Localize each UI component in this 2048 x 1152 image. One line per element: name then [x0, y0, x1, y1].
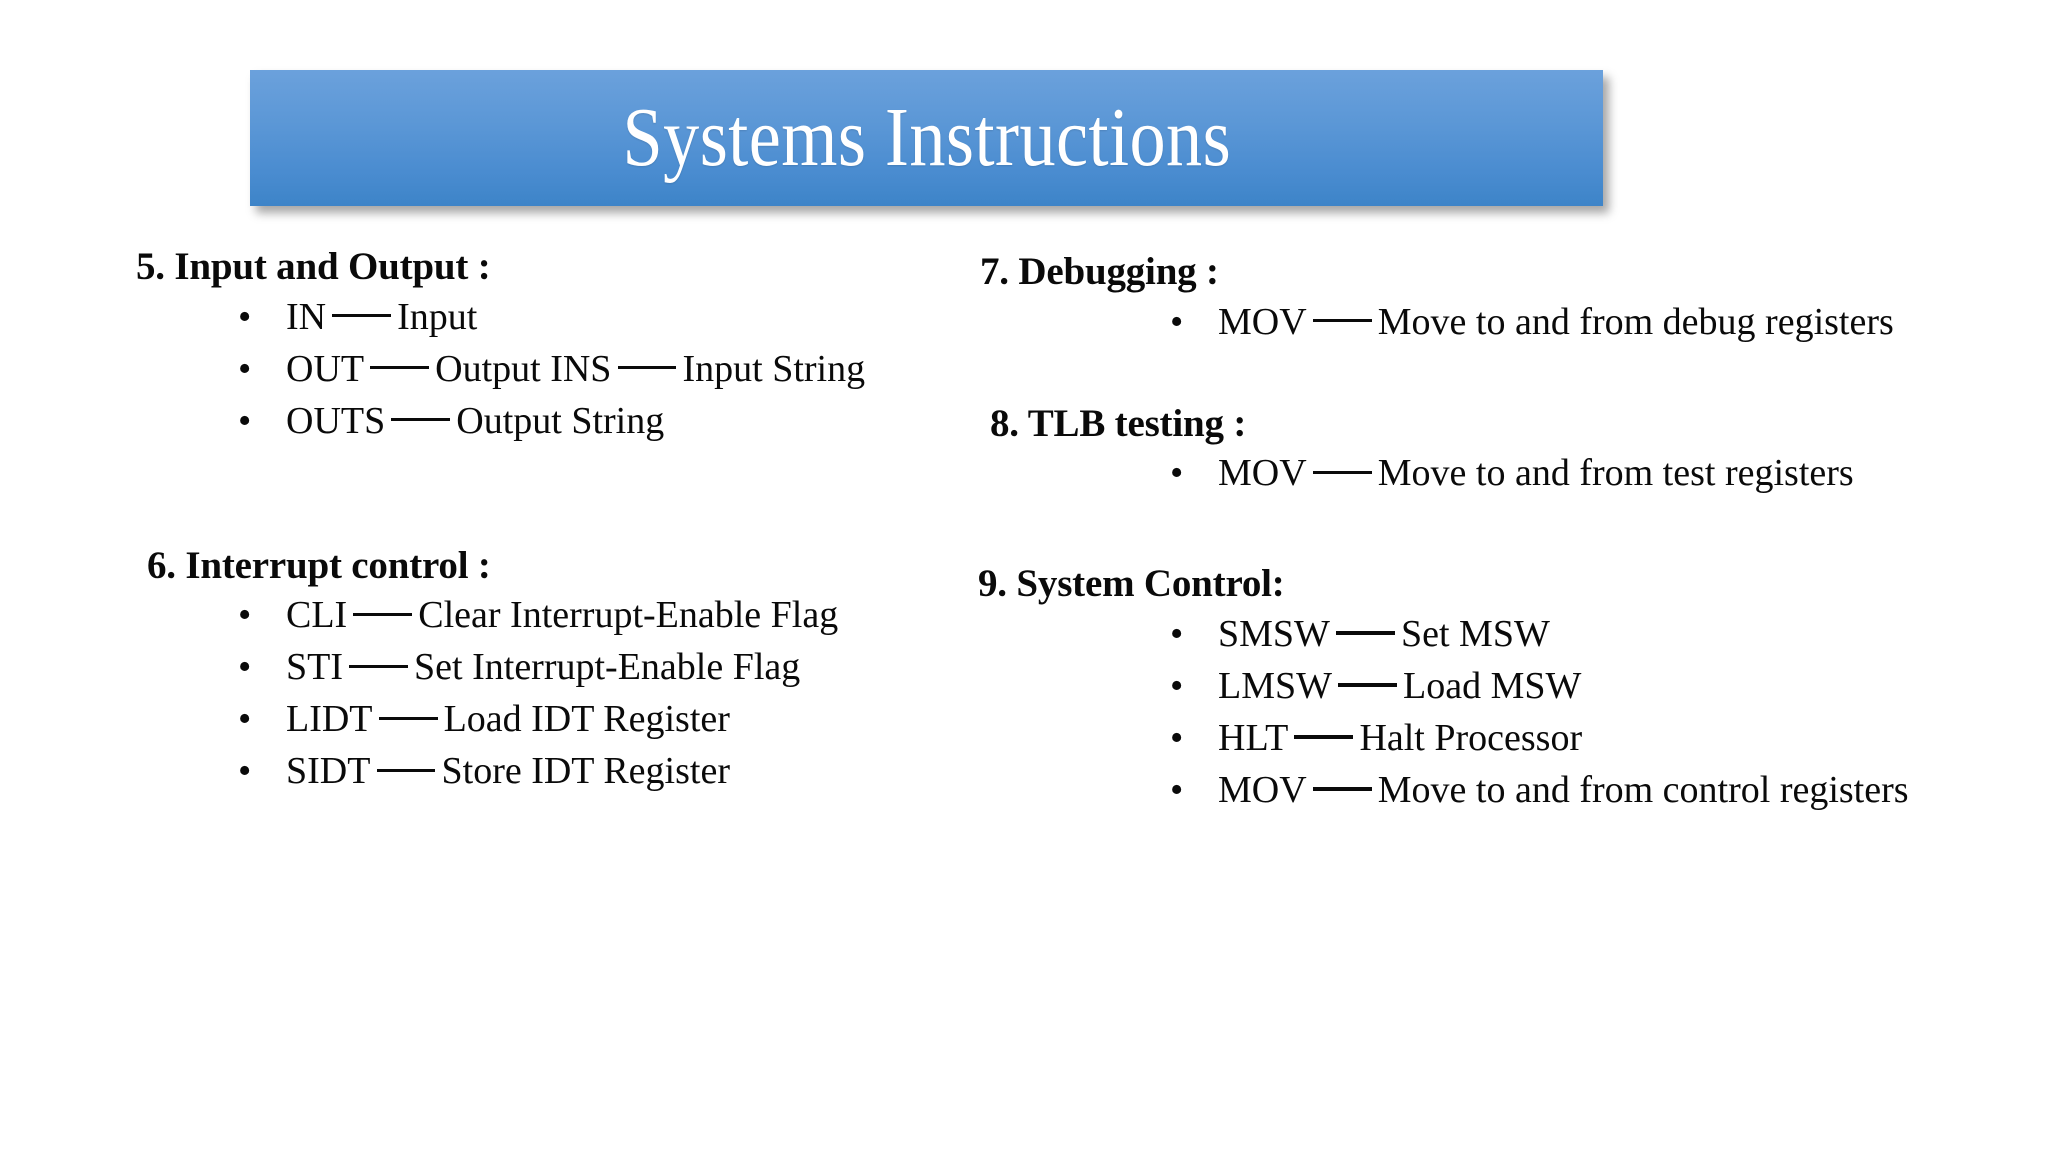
- bullet-list: • MOV Move to and from test registers: [1068, 447, 1980, 499]
- right-column: 7. Debugging : • MOV Move to and from debug…: [960, 245, 1980, 816]
- instruction-description: Load MSW: [1403, 665, 1582, 708]
- instruction-description: Input: [397, 295, 478, 338]
- em-dash-rule: [1312, 787, 1372, 791]
- instruction-mnemonic: CLI: [286, 594, 348, 637]
- em-dash-rule: [349, 664, 408, 668]
- instruction-mnemonic: STI: [286, 646, 343, 689]
- em-dash-rule: [1312, 319, 1372, 323]
- bullet-icon: •: [1170, 717, 1184, 760]
- em-dash-rule: [1294, 735, 1354, 739]
- list-item: • SMSW Set MSW: [1068, 608, 1980, 660]
- em-dash-rule: [1336, 631, 1395, 635]
- instruction-mnemonic: IN: [286, 295, 327, 338]
- instruction-description: Output String: [456, 399, 665, 442]
- section-heading: 9. System Control:: [978, 562, 1285, 606]
- instruction-description: Move to and from control registers: [1377, 769, 1909, 812]
- bullet-icon: •: [238, 646, 252, 689]
- instruction-entry: SIDT Store IDT Register: [286, 750, 730, 792]
- instruction-entry: HLT Halt Processor: [1218, 717, 1582, 759]
- instruction-description: Load IDT Register: [443, 698, 730, 741]
- left-column: 5. Input and Output : • IN Input • OUT Output …: [120, 245, 960, 797]
- instruction-mnemonic: SIDT: [286, 750, 371, 793]
- list-item: • LMSW Load MSW: [1068, 660, 1980, 712]
- instruction-description: Move to and from test registers: [1377, 452, 1854, 495]
- instruction-mnemonic: MOV: [1218, 769, 1307, 812]
- list-item: • CLI Clear Interrupt-Enable Flag: [136, 589, 960, 641]
- bullet-icon: •: [1170, 613, 1184, 656]
- section-8: 8. TLB testing : • MOV Move to and from tes…: [990, 402, 1980, 500]
- section-heading: 7. Debugging :: [980, 250, 1219, 293]
- bullet-icon: •: [1170, 769, 1184, 812]
- section-heading: 8. TLB testing :: [990, 401, 1247, 445]
- page-title: Systems Instructions: [622, 91, 1231, 184]
- instruction-mnemonic: LMSW: [1218, 665, 1332, 708]
- bullet-list: • MOV Move to and from debug registers: [1068, 296, 1980, 348]
- instruction-entry: SMSW Set MSW: [1218, 613, 1550, 655]
- list-item: • IN Input: [136, 291, 960, 343]
- bullet-icon: •: [238, 698, 252, 741]
- instruction-mnemonic: HLT: [1218, 717, 1289, 760]
- bullet-icon: •: [238, 295, 252, 338]
- instruction-description: Move to and from debug registers: [1377, 300, 1894, 343]
- instruction-entry: OUTS Output String: [286, 400, 664, 442]
- bullet-icon: •: [238, 399, 252, 442]
- list-item: • MOV Move to and from control registers: [1068, 764, 1980, 816]
- bullet-icon: •: [238, 347, 252, 390]
- em-dash-rule: [1312, 470, 1372, 474]
- title-banner: Systems Instructions: [250, 70, 1603, 206]
- section-5: 5. Input and Output : • IN Input • OUT Output …: [136, 245, 960, 447]
- em-dash-rule: [391, 418, 451, 422]
- instruction-description: Store IDT Register: [441, 750, 730, 793]
- section-6: 6. Interrupt control : • CLI Clear Interrup…: [147, 544, 960, 798]
- slide-content: 5. Input and Output : • IN Input • OUT Output …: [0, 245, 2048, 1145]
- list-item: • HLT Halt Processor: [1068, 712, 1980, 764]
- em-dash-rule: [376, 768, 436, 772]
- instruction-description: Set MSW: [1400, 613, 1550, 656]
- section-heading: 5. Input and Output :: [136, 245, 491, 288]
- list-item: • SIDT Store IDT Register: [136, 745, 960, 797]
- instruction-mnemonic: LIDT: [286, 698, 373, 741]
- em-dash-rule: [370, 366, 430, 370]
- section-7: 7. Debugging : • MOV Move to and from debug…: [980, 250, 1980, 348]
- instruction-mnemonic: OUTS: [286, 399, 386, 442]
- em-dash-rule: [1338, 683, 1397, 687]
- instruction-entry: LIDT Load IDT Register: [286, 698, 730, 740]
- bullet-icon: •: [1170, 300, 1184, 343]
- em-dash-rule: [332, 314, 392, 318]
- instruction-description: Halt Processor: [1359, 717, 1583, 760]
- instruction-entry: MOV Move to and from debug registers: [1218, 301, 1894, 343]
- bullet-icon: •: [238, 594, 252, 637]
- list-item: • OUTS Output String: [136, 395, 960, 447]
- instruction-mnemonic: MOV: [1218, 300, 1307, 343]
- bullet-icon: •: [1170, 452, 1184, 495]
- section-9: 9. System Control: • SMSW Set MSW • LMSW Load …: [978, 562, 1980, 816]
- bullet-list: • SMSW Set MSW • LMSW Load MSW • HLT Halt Proces…: [1068, 608, 1980, 816]
- em-dash-rule: [353, 612, 413, 616]
- list-item: • LIDT Load IDT Register: [136, 693, 960, 745]
- instruction-entry: IN Input: [286, 296, 477, 338]
- section-heading: 6. Interrupt control :: [147, 543, 491, 587]
- instruction-mnemonic: OUT: [286, 347, 365, 390]
- instruction-entry: CLI Clear Interrupt-Enable Flag: [286, 594, 838, 636]
- em-dash-rule: [378, 716, 438, 720]
- list-item: • MOV Move to and from test registers: [1068, 447, 1980, 499]
- list-item: • STI Set Interrupt-Enable Flag: [136, 641, 960, 693]
- instruction-description: Set Interrupt-Enable Flag: [414, 646, 801, 689]
- instruction-description: Clear Interrupt-Enable Flag: [418, 594, 839, 637]
- em-dash-rule: [617, 366, 677, 370]
- instruction-mnemonic: SMSW: [1218, 613, 1330, 656]
- instruction-entry: STI Set Interrupt-Enable Flag: [286, 646, 800, 688]
- bullet-icon: •: [1170, 665, 1184, 708]
- instruction-entry: LMSW Load MSW: [1218, 665, 1581, 707]
- bullet-list: • CLI Clear Interrupt-Enable Flag • STI Set I…: [136, 589, 960, 797]
- instruction-entry: MOV Move to and from control registers: [1218, 769, 1909, 811]
- instruction-entry: MOV Move to and from test registers: [1218, 452, 1854, 494]
- list-item: • MOV Move to and from debug registers: [1068, 296, 1980, 348]
- instruction-mnemonic: MOV: [1218, 452, 1307, 495]
- bullet-icon: •: [238, 750, 252, 793]
